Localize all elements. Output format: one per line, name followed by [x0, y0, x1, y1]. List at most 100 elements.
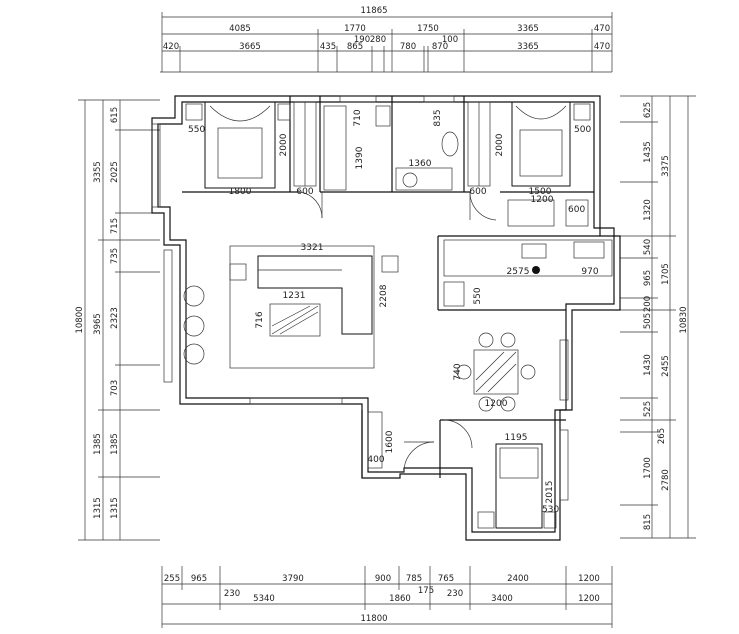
bed1-side-label: 550: [188, 125, 205, 135]
ottoman: [183, 315, 205, 337]
dim-bot-r2-1: 1860: [389, 594, 411, 604]
dim-top-r2-6: 780: [400, 42, 416, 52]
dim-top-r2-3: 865: [347, 42, 363, 52]
kitchen-b-label: 970: [581, 267, 598, 277]
dim-top-r2-5: 280: [370, 35, 386, 45]
dim-top-r2-9: 3365: [517, 42, 539, 52]
dim-left-inner-3: 735: [110, 248, 120, 264]
dim-right-inner-10: 1700: [643, 457, 653, 479]
chair-6: [520, 364, 536, 380]
dim-bot-r1-4: 785: [406, 574, 422, 584]
dining-d-label: 740: [453, 363, 463, 380]
dim-top-r2-7: 100: [442, 35, 458, 45]
bed2-side-label: 500: [574, 125, 591, 135]
nightstand-4: [477, 511, 495, 529]
dim-bot-r2-3: 1200: [578, 594, 600, 604]
entry-b-label: 400: [367, 455, 384, 465]
kitchen: [443, 239, 613, 307]
dim-bot-r1-6: 2400: [507, 574, 529, 584]
dim-left-outer-1: 3965: [93, 313, 103, 335]
dim-bot-r1-3: 900: [375, 574, 391, 584]
dim-left-inner-1: 2025: [110, 161, 120, 183]
dim-left-overall: 10800: [75, 306, 85, 333]
bath-a-label: 710: [353, 109, 363, 126]
dim-bot-r2-2: 3400: [491, 594, 513, 604]
dim-bot-r1-7: 1200: [578, 574, 600, 584]
dim-right-inner-11: 815: [643, 514, 653, 530]
desk-side: [565, 199, 589, 227]
dim-top-r2-8: 870: [432, 42, 448, 52]
top-dimension-lines: [160, 12, 613, 73]
windows: [151, 95, 569, 501]
bath-d-label: 1360: [409, 159, 432, 169]
chair-5: [456, 364, 472, 380]
dim-right-inner-5: 200: [643, 296, 653, 312]
dim-right-inner-1: 1435: [643, 141, 653, 163]
dim-top-r1-0: 4085: [229, 24, 251, 34]
bath-b-label: 1390: [355, 146, 365, 169]
dim-bot-r1-0: 255: [164, 574, 180, 584]
dim-bot-overall: 11800: [360, 614, 387, 624]
dim-bot-r1-2: 3790: [282, 574, 304, 584]
nightstand-5: [543, 511, 557, 529]
dim-top-r1-4: 470: [594, 24, 610, 34]
dining-table: [473, 349, 519, 395]
dim-left-outer-2: 1385: [93, 433, 103, 455]
dim-left-inner-5: 703: [110, 380, 120, 396]
bed-2: [511, 101, 571, 187]
dim-right-inner-3: 540: [643, 239, 653, 255]
kitchen-c-label: 550: [473, 287, 483, 304]
living-area-rug: [229, 245, 375, 369]
dim-right-outer-3: 2780: [661, 469, 671, 491]
kitchen-a-label: 2575: [507, 267, 530, 277]
dim-top-r1-3: 3365: [517, 24, 539, 34]
rug-w-label: 1231: [283, 291, 306, 301]
dim-left-inner-6: 1385: [110, 433, 120, 455]
dim-left-inner-7: 1315: [110, 497, 120, 519]
chair-3: [478, 396, 494, 412]
dim-bot-r1-1: 965: [191, 574, 207, 584]
dim-top-r2-2: 435: [320, 42, 336, 52]
dim-top-r1-1: 1770: [344, 24, 366, 34]
bedroom-3: [477, 443, 557, 529]
bed-1: [204, 101, 276, 189]
bed2-width-label: 1500: [529, 187, 552, 197]
bed3-depth-label: 2015: [545, 481, 555, 504]
bed-3: [495, 443, 543, 529]
dim-right-outer-1: 1705: [661, 263, 671, 285]
right-dimension-lines: [620, 95, 696, 539]
dim-right-inner-7: 1430: [643, 354, 653, 376]
bed2-depth-label: 2000: [495, 133, 505, 156]
cooktop: [573, 241, 605, 259]
dim-top-r1-2: 1750: [417, 24, 439, 34]
dim-left-outer-3: 1315: [93, 497, 103, 519]
dim-left-inner-2: 715: [110, 218, 120, 234]
dim-top-r2-10: 470: [594, 42, 610, 52]
wardrobe1-label: 600: [296, 187, 313, 197]
rug-d-label: 716: [255, 311, 265, 328]
coffee-table: [269, 303, 321, 337]
dining-w-label: 1200: [485, 399, 508, 409]
desk-w-label: 1200: [531, 195, 554, 205]
dim-left-inner-0: 615: [110, 107, 120, 123]
desk-d-label: 600: [568, 205, 585, 215]
entry-a-label: 1600: [385, 430, 395, 453]
bedroom-2: [467, 101, 591, 227]
desk: [507, 199, 555, 227]
sofa-len-label: 3321: [301, 243, 324, 253]
dim-right-outer-0: 3375: [661, 155, 671, 177]
dim-right-inner-0: 625: [643, 102, 653, 118]
side-table-1: [229, 263, 247, 281]
dim-bot-r2-0: 5340: [253, 594, 275, 604]
toilet: [441, 131, 459, 157]
dim-bot-small-1: 175: [418, 586, 434, 596]
left-dimension-lines: [78, 99, 160, 541]
chair-4: [500, 396, 516, 412]
chair-2: [500, 332, 516, 348]
dim-right-inner-4: 965: [643, 270, 653, 286]
dim-left-inner-4: 2323: [110, 307, 120, 329]
dim-right-inner-8: 525: [643, 401, 653, 417]
shower-stall: [323, 105, 347, 191]
kitchen-sink: [521, 243, 547, 259]
bed1-depth-label: 2000: [279, 133, 289, 156]
